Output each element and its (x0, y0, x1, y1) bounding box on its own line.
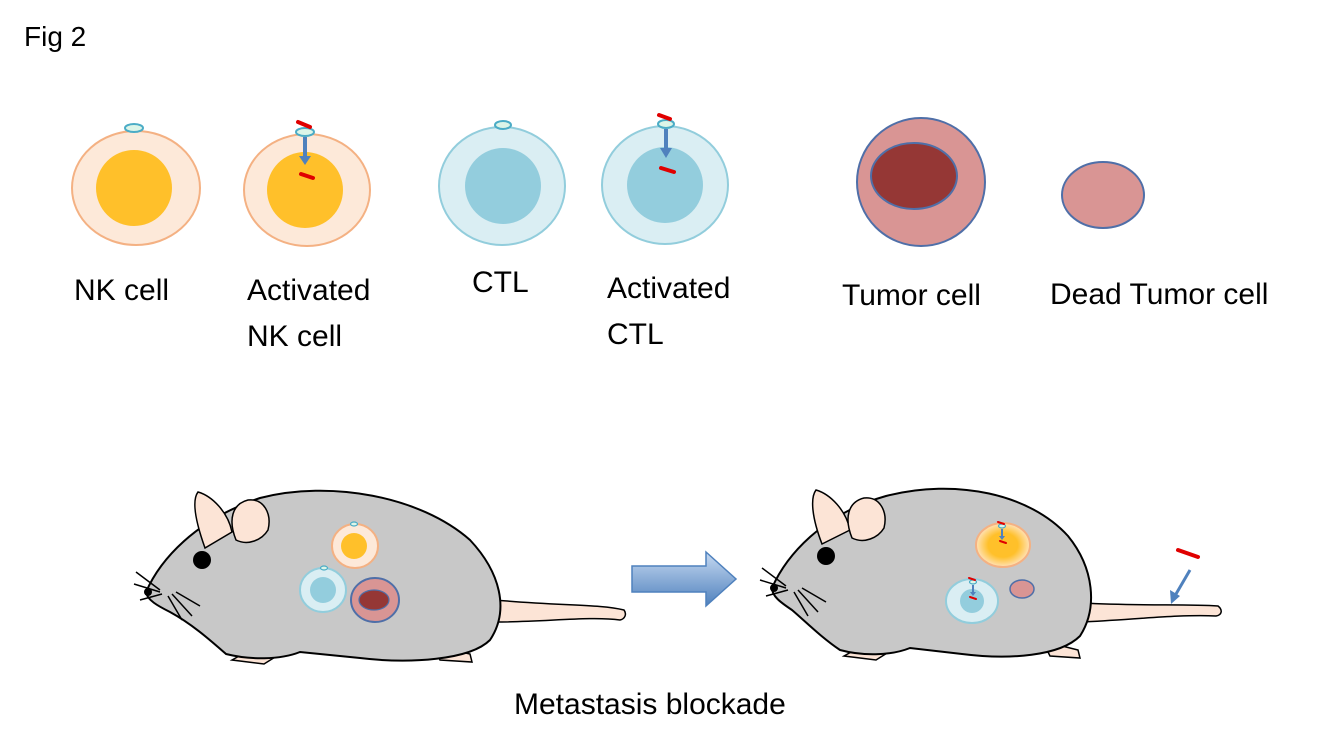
nk-cell-icon (71, 123, 201, 246)
activated-ctl-icon (601, 113, 729, 245)
ctl-label: CTL (472, 266, 529, 299)
figure-label: Fig 2 (24, 21, 86, 52)
dead-tumor-cell-label: Dead Tumor cell (1050, 278, 1268, 311)
caption: Metastasis blockade (514, 688, 786, 721)
dead-tumor-cell-icon (1061, 161, 1145, 229)
mouse-icon (133, 489, 627, 665)
tumor-cell-label: Tumor cell (842, 279, 981, 312)
mouse-icon (759, 487, 1222, 661)
activated-ctl-label-2: CTL (607, 318, 664, 351)
activated-ctl-label-1: Activated (607, 272, 730, 305)
tumor-cell-icon (856, 117, 986, 247)
transition-arrow-icon (631, 550, 738, 608)
activated-nk-cell-icon (243, 120, 371, 247)
injection-arrow-icon (1170, 548, 1200, 604)
activated-nk-label-1: Activated (247, 274, 370, 307)
ctl-icon (438, 120, 566, 246)
nk-cell-label: NK cell (74, 274, 169, 307)
activated-nk-label-2: NK cell (247, 320, 342, 353)
